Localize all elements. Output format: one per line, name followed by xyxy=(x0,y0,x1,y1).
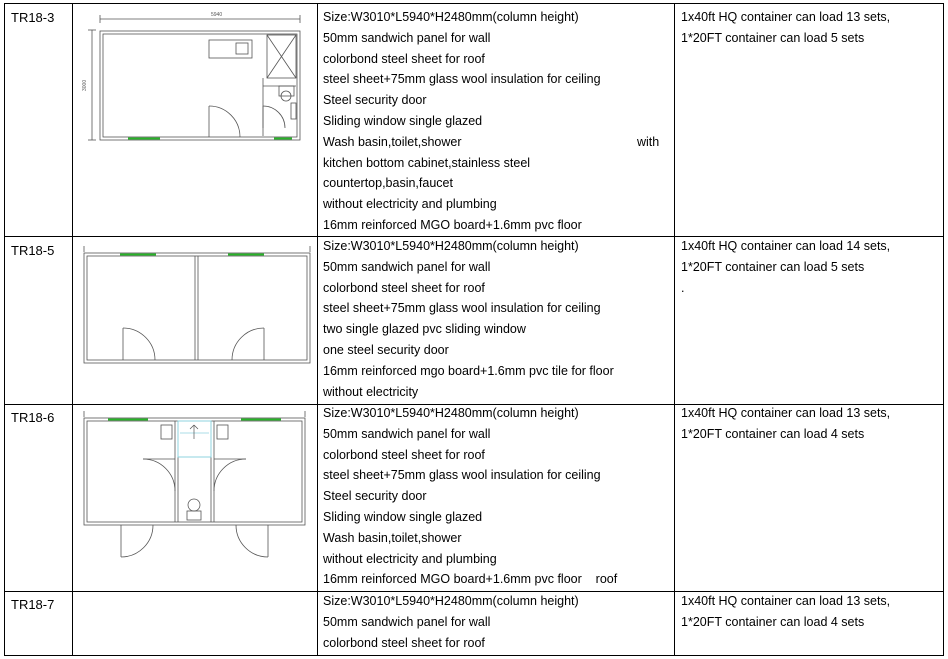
table-rule xyxy=(317,3,318,656)
spec-line: without electricity and plumbing xyxy=(323,551,497,566)
loading-info: 1x40ft HQ container can load 13 sets, 1*… xyxy=(681,591,941,633)
spec-line: Steel security door xyxy=(323,93,427,108)
load-line: 1x40ft HQ container can load 13 sets, xyxy=(681,406,891,420)
plan-dim-length: 5940 xyxy=(211,12,222,18)
table-rule xyxy=(72,3,73,656)
spec-list: Size:W3010*L5940*H2480mm(column height) … xyxy=(323,236,668,402)
load-line: 1*20FT container can load 4 sets xyxy=(681,614,865,629)
floor-plan-tr18-6 xyxy=(83,411,306,558)
table-rule xyxy=(4,404,944,405)
spec-line: one steel security door xyxy=(323,342,449,357)
spec-line: Steel security door xyxy=(323,489,427,504)
spec-list: Size:W3010*L5940*H2480mm(column height) … xyxy=(323,7,668,236)
loading-info: 1x40ft HQ container can load 14 sets, 1*… xyxy=(681,236,941,298)
model-code: TR18-3 xyxy=(11,10,55,25)
spec-line: without electricity xyxy=(323,384,419,399)
spec-line: colorbond steel sheet for roof xyxy=(323,635,485,650)
model-code: TR18-5 xyxy=(11,243,55,258)
spec-line: steel sheet+75mm glass wool insulation f… xyxy=(323,72,601,87)
spec-line: without electricity and plumbing xyxy=(323,197,497,212)
load-line: 1x40ft HQ container can load 13 sets, xyxy=(681,594,891,608)
loading-info: 1x40ft HQ container can load 13 sets, 1*… xyxy=(681,403,941,445)
table-rule xyxy=(4,3,944,4)
spec-line: 50mm sandwich panel for wall xyxy=(323,30,491,45)
table-rule xyxy=(943,3,944,656)
spec-line: Size:W3010*L5940*H2480mm(column height) xyxy=(323,10,579,24)
spec-line: Size:W3010*L5940*H2480mm(column height) xyxy=(323,594,579,608)
load-line: 1x40ft HQ container can load 13 sets, xyxy=(681,10,891,24)
spec-line: 50mm sandwich panel for wall xyxy=(323,259,491,274)
spec-line: steel sheet+75mm glass wool insulation f… xyxy=(323,468,601,483)
spec-line: 16mm reinforced MGO board+1.6mm pvc floo… xyxy=(323,572,618,587)
spec-line: Size:W3010*L5940*H2480mm(column height) xyxy=(323,239,579,253)
spec-line: colorbond steel sheet for roof xyxy=(323,51,485,66)
model-code: TR18-6 xyxy=(11,410,55,425)
load-line: 1*20FT container can load 5 sets xyxy=(681,259,865,274)
spec-line: two single glazed pvc sliding window xyxy=(323,322,526,337)
spec-line: Wash basin,toilet,shower xyxy=(323,530,462,545)
load-line: . xyxy=(681,280,685,295)
spec-list: Size:W3010*L5940*H2480mm(column height) … xyxy=(323,591,668,653)
table-rule xyxy=(4,236,944,237)
spec-line: 16mm reinforced mgo board+1.6mm pvc tile… xyxy=(323,363,614,378)
plan-dim-width: 3000 xyxy=(82,80,88,91)
spec-line: countertop,basin,faucet xyxy=(323,176,453,191)
spec-line: steel sheet+75mm glass wool insulation f… xyxy=(323,301,601,316)
load-line: 1x40ft HQ container can load 14 sets, xyxy=(681,239,891,253)
table-rule xyxy=(4,655,944,656)
shower-area xyxy=(177,420,212,458)
model-code: TR18-7 xyxy=(11,597,55,612)
load-line: 1*20FT container can load 5 sets xyxy=(681,30,865,45)
spec-list: Size:W3010*L5940*H2480mm(column height) … xyxy=(323,403,668,590)
spec-line: colorbond steel sheet for roof xyxy=(323,280,485,295)
spec-with: with xyxy=(637,134,660,149)
spec-line: Sliding window single glazed xyxy=(323,113,483,128)
spec-line: Sliding window single glazed xyxy=(323,509,483,524)
spec-line: 16mm reinforced MGO board+1.6mm pvc floo… xyxy=(323,217,582,232)
spec-line: colorbond steel sheet for roof xyxy=(323,447,485,462)
spec-line: Size:W3010*L5940*H2480mm(column height) xyxy=(323,406,579,420)
spec-line: 50mm sandwich panel for wall xyxy=(323,614,491,629)
spec-line: kitchen bottom cabinet,stainless steel xyxy=(323,155,531,170)
floor-plan-tr18-3: 5940 3000 xyxy=(82,12,301,141)
table-rule xyxy=(4,591,944,592)
loading-info: 1x40ft HQ container can load 13 sets, 1*… xyxy=(681,7,941,49)
floor-plan-tr18-5 xyxy=(83,246,311,364)
spec-line: Wash basin,toilet,shower with xyxy=(323,132,668,153)
spec-line: 50mm sandwich panel for wall xyxy=(323,426,491,441)
table-rule xyxy=(4,3,5,656)
spec-text: Wash basin,toilet,shower xyxy=(323,134,462,149)
load-line: 1*20FT container can load 4 sets xyxy=(681,426,865,441)
table-rule xyxy=(674,3,675,656)
